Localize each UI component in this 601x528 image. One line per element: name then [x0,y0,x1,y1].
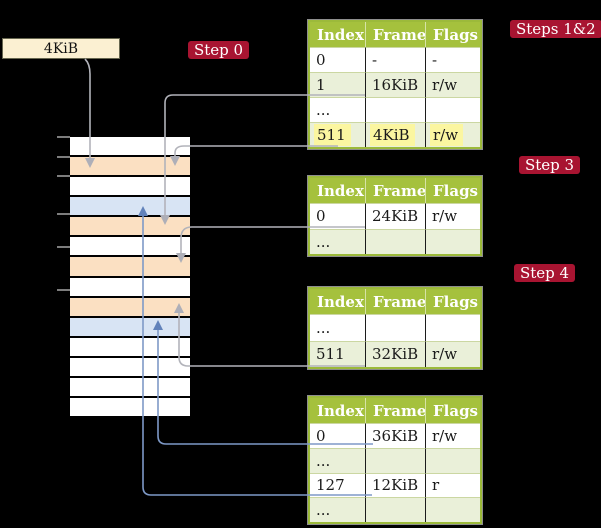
memory-frame-row [70,295,190,316]
table-cell: 24KiB [365,203,425,229]
table-cell: 32KiB [365,340,425,367]
highlighted-cell-text: r/w [430,124,464,146]
table-cell: ... [310,497,365,522]
table-cell [425,228,480,254]
step-label-4: Step 4 [514,264,576,282]
memory-frame-row [70,137,190,156]
table-row: ... [310,314,480,341]
page-size-label: 4KiB [43,40,79,57]
address-tick [57,156,70,158]
column-header: Index [317,25,364,44]
physical-memory-column [70,137,190,417]
column-header: Frame [365,178,425,203]
column-header: Frame [365,22,425,47]
table-cell: 511 [310,340,365,368]
address-tick [57,246,70,248]
table-cell: 511 [310,122,365,147]
table-cell: ... [310,97,365,122]
table-cell: r/w [425,203,480,229]
table-cell [425,497,480,522]
column-header: Index [317,292,364,311]
table-row: 511 4KiB r/w [310,122,480,147]
table-row: ... [310,228,480,255]
column-header: Flags [425,178,480,203]
table-cell [365,228,425,254]
table-cell: 0 [310,203,365,229]
step-label-3: Step 3 [519,156,581,174]
memory-frame-row [70,195,190,216]
step-label-0: Step 0 [188,41,250,59]
table-cell: ... [310,228,365,255]
table-cell: ... [310,447,365,473]
memory-frame-row [70,375,190,397]
table-cell: r/w [425,340,480,367]
table-row: ... [310,447,480,473]
table-cell: 0 [310,423,365,448]
memory-frame-row [70,175,190,196]
table-cell: r [425,472,480,498]
column-header: Frame [365,398,425,423]
table-cell: r/w [425,122,480,147]
column-header: Flags [425,22,480,47]
address-tick [57,289,70,291]
column-header: Flags [425,398,480,423]
memory-frame-row [70,355,190,376]
table-cell: 4KiB [365,122,425,147]
highlighted-cell-text: 511 [314,124,351,146]
table-cell: ... [310,314,365,341]
memory-frame-row [70,155,190,176]
table-cell [425,314,480,341]
table-cell [365,497,425,522]
step-label-1-2: Steps 1&2 [510,20,601,38]
address-tick [57,213,70,215]
table-cell: 12KiB [365,472,425,498]
table-cell [425,97,480,122]
table-cell: 0 [310,47,365,72]
column-header: Flags [425,289,480,314]
memory-frame-row [70,315,190,336]
memory-frame-row [70,235,190,256]
table-cell: 127 [310,472,365,498]
table-cell: r/w [425,423,480,448]
table-cell: 16KiB [365,72,425,97]
column-header: Index [317,401,364,420]
table-cell [365,97,425,122]
table-cell: - [425,47,480,72]
memory-frame-row [70,275,190,296]
memory-frame-row [70,396,190,417]
column-header: Frame [365,289,425,314]
memory-frame-row [70,335,190,356]
table-row: 0-- [310,47,480,72]
table-cell: 1 [310,72,365,97]
memory-frame-row [70,255,190,276]
memory-frame-row [70,215,190,236]
table-cell [365,447,425,473]
table-row: ... [310,497,480,522]
highlighted-cell-text: 4KiB [370,124,415,146]
address-tick [57,136,70,138]
table-cell: 36KiB [365,423,425,448]
table-cell: r/w [425,72,480,97]
column-header: Index [317,181,364,200]
page-size-box: 4KiB [2,38,120,59]
table-cell [365,314,425,341]
table-cell: - [365,47,425,72]
address-tick [57,175,70,177]
table-row: ... [310,97,480,122]
table-cell [425,447,480,473]
